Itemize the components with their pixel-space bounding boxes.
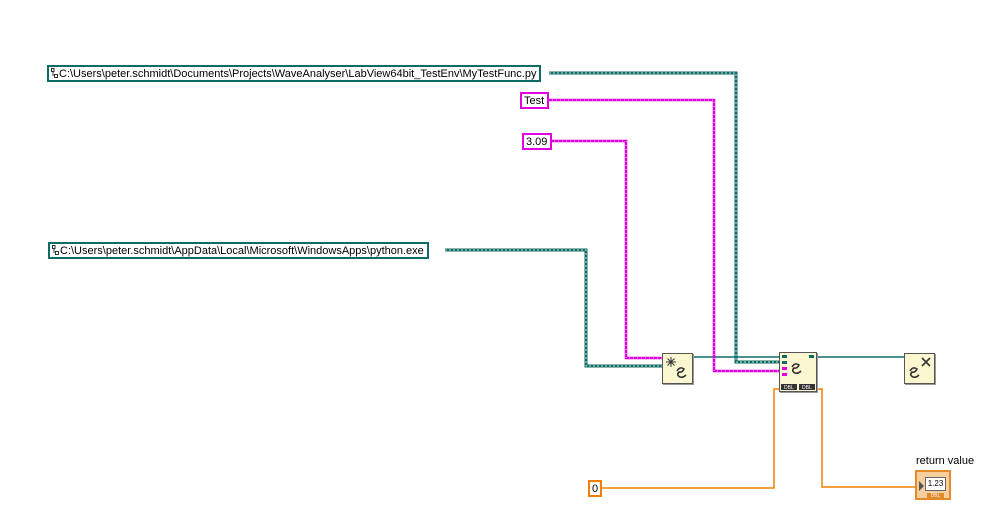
default-return-text: 0 [592, 483, 599, 495]
input-terminal-arrow-icon [919, 481, 924, 491]
terminal-type-left: DBL [784, 385, 794, 391]
python-close-session-icon [909, 357, 931, 379]
wire-script-path[interactable] [549, 71, 779, 364]
path-icon [52, 245, 59, 255]
return-value-label: return value [916, 455, 975, 467]
numeric-constant-3-09[interactable]: 3.09 [522, 133, 553, 150]
close-python-session-node[interactable] [904, 353, 935, 384]
script-path-text: C:\Users\peter.schmidt\Documents\Project… [59, 68, 537, 80]
string-constant-text: Test [524, 95, 545, 107]
terminal-type-right: DBL [802, 385, 812, 391]
python-open-session-icon [666, 357, 687, 379]
python-call-function-icon: DBL DBL [781, 355, 815, 391]
return-value-indicator[interactable]: 1.23 DBL [915, 470, 951, 500]
python-path-text: C:\Users\peter.schmidt\AppData\Local\Mic… [60, 245, 424, 257]
indicator-type: DBL [927, 493, 944, 499]
numeric-constant-text: 3.09 [526, 136, 548, 148]
wire-string-test[interactable] [548, 98, 779, 373]
python-path-constant[interactable]: C:\Users\peter.schmidt\AppData\Local\Mic… [48, 242, 429, 259]
script-path-constant[interactable]: C:\Users\peter.schmidt\Documents\Project… [47, 65, 542, 82]
path-icon [51, 68, 58, 78]
wire-default-return[interactable] [601, 388, 784, 489]
default-return-constant[interactable]: 0 [588, 480, 602, 497]
indicator-display: 1.23 [925, 477, 946, 491]
string-constant-test[interactable]: Test [520, 92, 550, 109]
wire-python-path[interactable] [445, 248, 662, 368]
python-call-function-node[interactable]: DBL DBL [779, 352, 817, 392]
open-python-session-node[interactable] [662, 353, 693, 384]
wire-return-value[interactable] [811, 388, 916, 488]
